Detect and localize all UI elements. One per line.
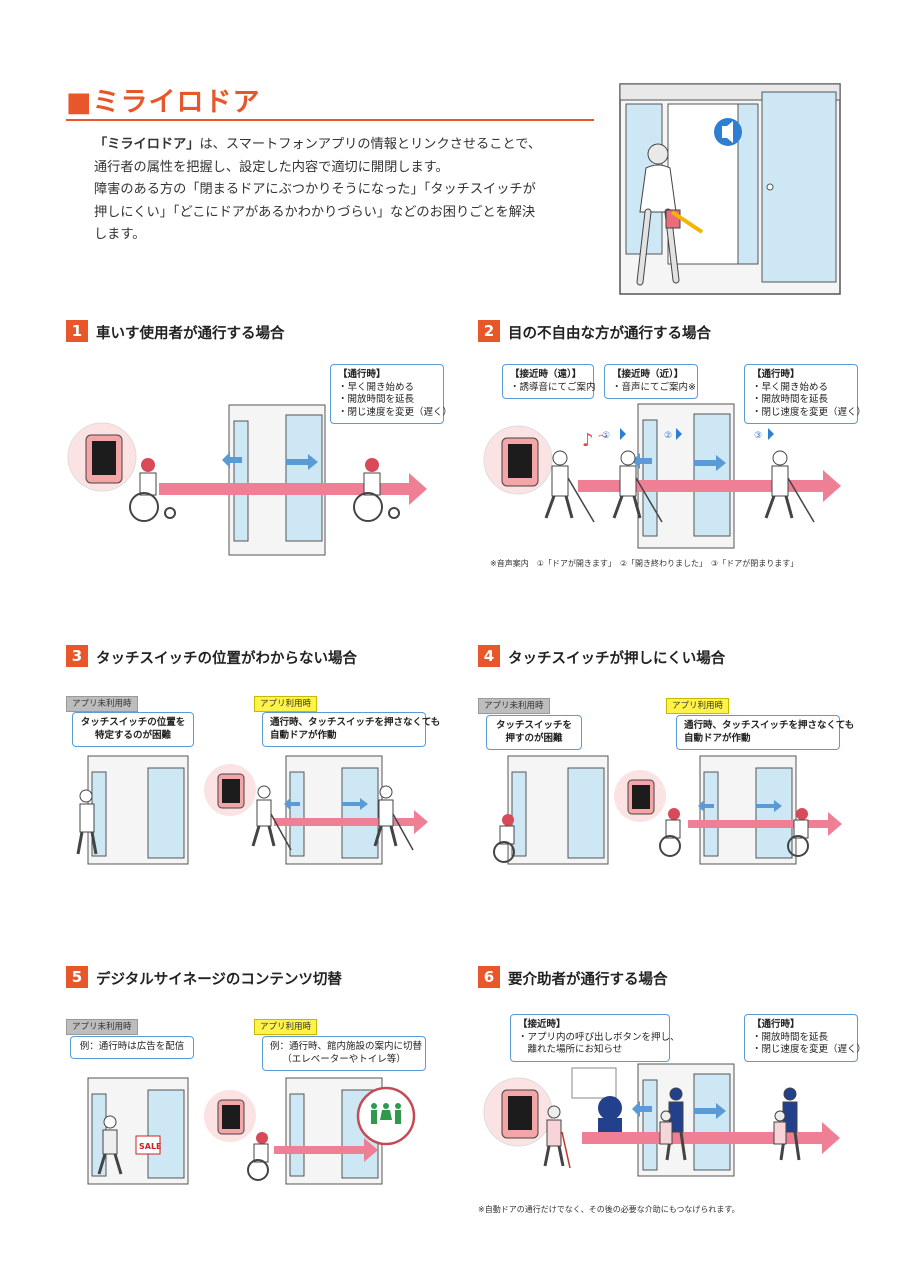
section-3-illustration [76, 755, 428, 865]
callout-item: ・アプリ内の呼び出しボタンを押し、 [518, 1031, 680, 1043]
section-3-title: タッチスイッチの位置がわからない場合 [96, 651, 357, 667]
intro-line-2: 通行者の属性を把握し、設定した内容で適切に開閉します。 [94, 159, 449, 175]
callout-heading: 【通行時】 [752, 369, 800, 380]
callout-line: 自動ドアが作動 [684, 732, 751, 744]
section-3-number: 3 [66, 645, 88, 667]
intro-text: 「ミライロドア」は、スマートフォンアプリの情報とリンクさせることで、 通行者の属… [94, 134, 564, 247]
callout-item: ・閉じ速度を変更（遅く） [752, 406, 867, 418]
callout-line: 自動ドアが作動 [270, 729, 337, 741]
callout-heading: 【通行時】 [752, 1019, 800, 1030]
callout-line: タッチスイッチの位置を [80, 717, 186, 728]
section-3-tag-no-app: アプリ未利用時 [66, 696, 138, 712]
callout-item: ・早く開き始める [752, 381, 829, 393]
section-2-callout-pass: 【通行時】 ・早く開き始める ・開放時間を延長 ・閉じ速度を変更（遅く） [744, 364, 867, 424]
callout-heading: 【接近時（遠）】 [510, 369, 582, 380]
callout-item: ・開放時間を延長 [338, 394, 415, 405]
callout-item: ・早く開き始める [338, 381, 415, 393]
marker-1: ① [602, 431, 610, 441]
hero-illustration [619, 83, 841, 295]
section-1-title: 車いす使用者が通行する場合 [96, 326, 285, 342]
callout-line: 押すのが困難 [505, 732, 563, 744]
section-6-title: 要介助者が通行する場合 [508, 972, 668, 988]
intro-line-5: します。 [94, 227, 146, 243]
callout-line: （エレベーターやトイレ等） [282, 1053, 406, 1065]
section-4-number: 4 [478, 645, 500, 667]
section-4-callout-no-app: タッチスイッチを 押すのが困難 [486, 715, 582, 750]
callout-item: ・開放時間を延長 [752, 1031, 829, 1043]
section-5-tag-app: アプリ利用時 [254, 1019, 318, 1035]
section-4-title: タッチスイッチが押しにくい場合 [508, 651, 726, 667]
intro-line-4: 押しにくい」「どこにドアがあるかわかりづらい」などのお困りごとを解決 [94, 204, 536, 220]
section-4-tag-no-app: アプリ未利用時 [478, 698, 550, 714]
marker-2: ② [664, 431, 672, 441]
intro-line-3: 障害のある方の「閉まるドアにぶつかりそうになった」「タッチスイッチが [94, 182, 536, 198]
callout-line: タッチスイッチを [495, 720, 572, 731]
section-1-callout-pass: 【通行時】 ・早く開き始める ・開放時間を延長 ・閉じ速度を変更（遅く） [330, 364, 453, 424]
section-5-tag-no-app: アプリ未利用時 [66, 1019, 138, 1035]
section-1-number: 1 [66, 320, 88, 342]
callout-item: ・開放時間を延長 [752, 394, 829, 405]
sale-sign: SALE [139, 1142, 162, 1151]
section-2-title: 目の不自由な方が通行する場合 [508, 326, 711, 342]
section-4-tag-app: アプリ利用時 [666, 698, 730, 714]
wheelchair-user-2 [353, 458, 400, 522]
intro-product-name: 「ミライロドア」 [94, 137, 200, 152]
svg-text:〜: 〜 [598, 432, 608, 443]
callout-heading: 【接近時】 [518, 1019, 566, 1030]
section-6-callout-pass: 【通行時】 ・開放時間を延長 ・閉じ速度を変更（遅く） [744, 1014, 867, 1062]
section-5-number: 5 [66, 966, 88, 988]
section-6-number: 6 [478, 966, 500, 988]
callout-heading: 【接近時（近）】 [612, 369, 684, 380]
section-4-illustration [493, 755, 842, 865]
svg-text:♪: ♪ [582, 430, 594, 451]
section-5-title: デジタルサイネージのコンテンツ切替 [96, 972, 342, 988]
callout-line: 例：通行時は広告を配信 [79, 1041, 185, 1052]
title-divider [66, 119, 594, 121]
section-5-illustration: SALE [87, 1077, 416, 1185]
callout-line: 例：通行時、館内施設の案内に切替 [270, 1041, 423, 1052]
section-1-illustration [67, 404, 427, 556]
section-3-tag-app: アプリ利用時 [254, 696, 318, 712]
callout-line: 特定するのが困難 [94, 729, 171, 741]
callout-line: 通行時、タッチスイッチを押さなくても [270, 717, 441, 728]
callout-item: 離れた場所にお知らせ [518, 1044, 623, 1055]
wheelchair-user-1 [129, 458, 176, 522]
section-2-number: 2 [478, 320, 500, 342]
section-2-callout-near: 【接近時（近）】 ・音声にてご案内※ [604, 364, 698, 399]
section-2-note: ※音声案内 ①「ドアが開きます」 ②「開き終わりました」 ③「ドアが閉まります」 [490, 559, 799, 568]
facility-pictogram-icon [371, 1103, 401, 1124]
intro-line-1: は、スマートフォンアプリの情報とリンクさせることで、 [199, 137, 542, 152]
section-6-callout-approach: 【接近時】 ・アプリ内の呼び出しボタンを押し、 離れた場所にお知らせ [510, 1014, 680, 1062]
section-3-callout-app: 通行時、タッチスイッチを押さなくても 自動ドアが作動 [262, 712, 441, 747]
callout-item: ・閉じ速度を変更（遅く） [338, 406, 453, 418]
section-3-callout-no-app: タッチスイッチの位置を 特定するのが困難 [72, 712, 194, 747]
section-6-note: ※自動ドアの通行だけでなく、その後の必要な介助にもつなげられます。 [478, 1205, 740, 1214]
callout-item: ・音声にてご案内※ [612, 381, 696, 393]
cane-walkers [544, 450, 815, 523]
callout-line: 通行時、タッチスイッチを押さなくても [684, 720, 855, 731]
callout-item: ・誘導音にてご案内 [510, 381, 596, 393]
section-2-illustration: ♪ 〜 ① ② ③ [483, 403, 841, 549]
callout-heading: 【通行時】 [338, 369, 386, 380]
page-title: ■ミライロドア [66, 87, 261, 118]
section-5-callout-app: 例：通行時、館内施設の案内に切替 （エレベーターやトイレ等） [262, 1036, 426, 1071]
callout-item: ・閉じ速度を変更（遅く） [752, 1044, 867, 1055]
section-6-illustration [483, 1063, 840, 1177]
section-2-callout-far: 【接近時（遠）】 ・誘導音にてご案内 [502, 364, 596, 399]
section-5-callout-no-app: 例：通行時は広告を配信 [70, 1036, 194, 1059]
marker-3: ③ [754, 431, 762, 441]
section-4-callout-app: 通行時、タッチスイッチを押さなくても 自動ドアが作動 [676, 715, 855, 750]
